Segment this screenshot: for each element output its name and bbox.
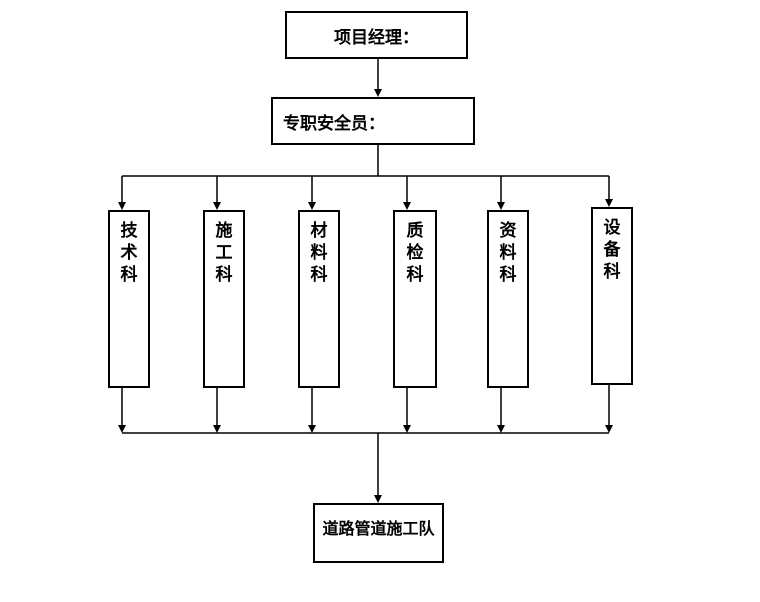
dept-char: 术 <box>120 243 138 263</box>
dept-char: 质 <box>406 221 424 241</box>
manager-label: 项目经理： <box>334 27 419 48</box>
safety-officer-label: 专职安全员： <box>283 113 385 134</box>
dept-char: 科 <box>406 265 424 285</box>
dept-char: 备 <box>603 240 621 260</box>
dept-char: 科 <box>215 265 233 285</box>
dept-char: 设 <box>603 218 621 238</box>
dept-char: 检 <box>406 243 424 263</box>
safety-officer-box: 专职安全员： <box>271 97 475 145</box>
dept-char: 技 <box>120 221 138 241</box>
dept-char: 施 <box>215 221 233 241</box>
dept-char: 科 <box>310 265 328 285</box>
dept-box-construction: 施 工 科 <box>203 210 245 388</box>
dept-box-documents: 资 料 科 <box>487 210 529 388</box>
construction-team-box: 道路管道施工队 <box>313 503 444 563</box>
dept-char: 科 <box>499 265 517 285</box>
dept-char: 科 <box>603 262 621 282</box>
dept-char: 料 <box>499 243 517 263</box>
dept-char: 料 <box>310 243 328 263</box>
dept-box-materials: 材 料 科 <box>298 210 340 388</box>
manager-box: 项目经理： <box>285 11 468 59</box>
dept-box-quality: 质 检 科 <box>393 210 437 388</box>
dept-box-tech: 技 术 科 <box>108 210 150 388</box>
dept-char: 资 <box>499 221 517 241</box>
construction-team-label: 道路管道施工队 <box>322 519 435 538</box>
dept-box-equipment: 设 备 科 <box>591 207 633 385</box>
dept-char: 工 <box>215 243 233 263</box>
dept-char: 科 <box>120 265 138 285</box>
dept-char: 材 <box>310 221 328 241</box>
